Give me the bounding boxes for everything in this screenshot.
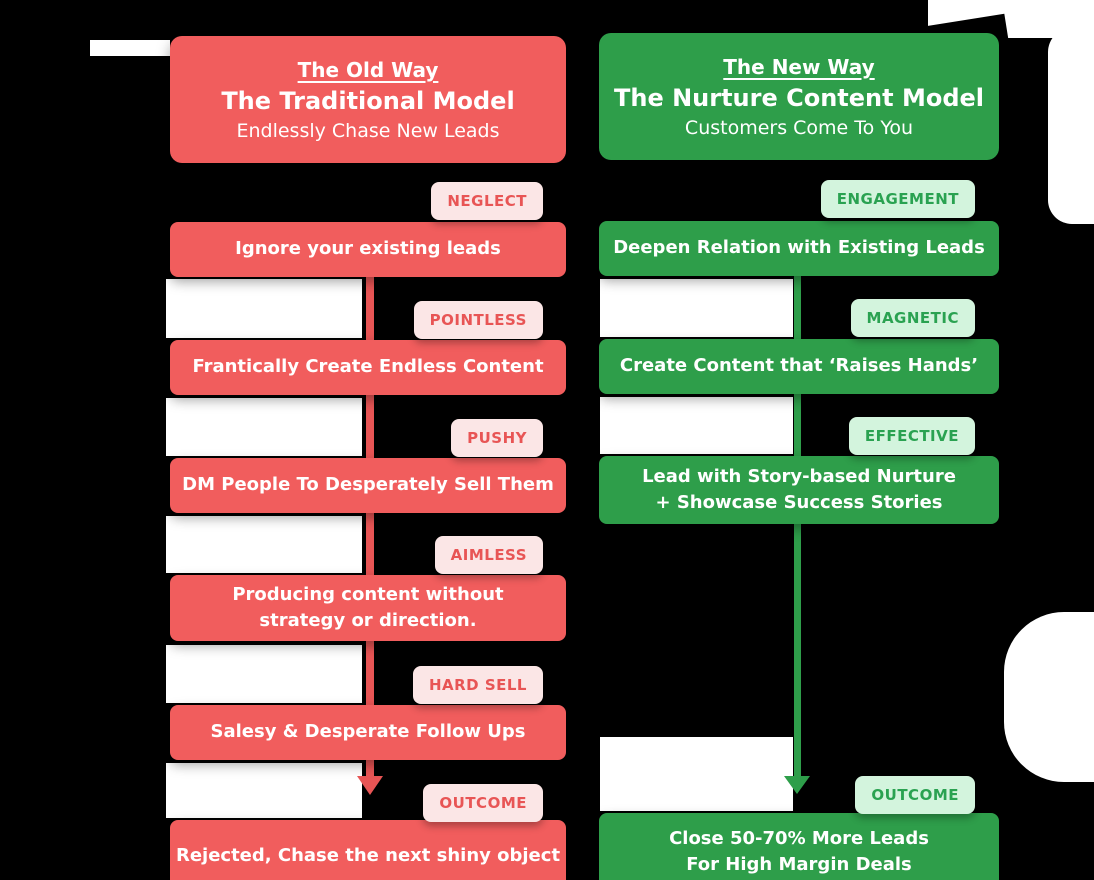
old-step-badge-neglect: NEGLECT: [431, 182, 543, 220]
decorative-white-shape: [1004, 612, 1094, 782]
new-step-box-magnetic: Create Content that ‘Raises Hands’: [599, 339, 999, 394]
old-way-header: The Old Way The Traditional Model Endles…: [170, 36, 566, 163]
old-step-box-outcome: Rejected, Chase the next shiny object: [170, 820, 566, 880]
new-step-badge-magnetic: MAGNETIC: [850, 299, 975, 337]
white-gap-patch: [166, 645, 362, 703]
white-gap-patch: [600, 737, 793, 811]
old-step-badge-outcome: OUTCOME: [423, 784, 543, 822]
new-step-badge-engagement: ENGAGEMENT: [820, 180, 975, 218]
new-step-badge-effective: EFFECTIVE: [848, 417, 975, 455]
old-step-box-pointless: Frantically Create Endless Content: [170, 340, 566, 395]
new-step-box-effective: Lead with Story-based Nurture + Showcase…: [599, 456, 999, 524]
new-step-box-outcome: Close 50-70% More Leads For High Margin …: [599, 813, 999, 880]
old-step-badge-aimless: AIMLESS: [434, 536, 543, 574]
new-way-title: The Nurture Content Model: [613, 83, 985, 112]
white-gap-patch: [600, 397, 793, 454]
old-way-tag: The Old Way: [297, 57, 439, 82]
old-way-subtitle: Endlessly Chase New Leads: [236, 119, 500, 142]
decorative-white-shape: [1048, 28, 1094, 224]
old-step-badge-pushy: PUSHY: [451, 419, 543, 457]
white-gap-patch: [166, 398, 362, 456]
old-way-title: The Traditional Model: [221, 86, 515, 115]
new-way-header: The New Way The Nurture Content Model Cu…: [599, 33, 999, 160]
old-step-badge-hard-sell: HARD SELL: [412, 666, 543, 704]
old-step-box-pushy: DM People To Desperately Sell Them: [170, 458, 566, 513]
old-step-box-neglect: Ignore your existing leads: [170, 222, 566, 277]
arrow-down-icon: [784, 776, 810, 794]
old-step-box-hard-sell: Salesy & Desperate Follow Ups: [170, 705, 566, 760]
white-gap-patch: [600, 279, 793, 337]
old-way-connector-line: [366, 250, 374, 778]
new-way-tag: The New Way: [723, 54, 875, 79]
white-gap-patch: [166, 516, 362, 573]
old-step-badge-pointless: POINTLESS: [413, 301, 543, 339]
arrow-down-icon: [357, 776, 383, 795]
decorative-white-shape: [90, 40, 170, 56]
new-way-subtitle: Customers Come To You: [684, 116, 914, 139]
new-step-badge-outcome: OUTCOME: [855, 776, 975, 814]
white-gap-patch: [166, 763, 362, 818]
old-step-box-aimless: Producing content without strategy or di…: [170, 575, 566, 641]
new-step-box-engagement: Deepen Relation with Existing Leads: [599, 221, 999, 276]
white-gap-patch: [166, 279, 362, 338]
